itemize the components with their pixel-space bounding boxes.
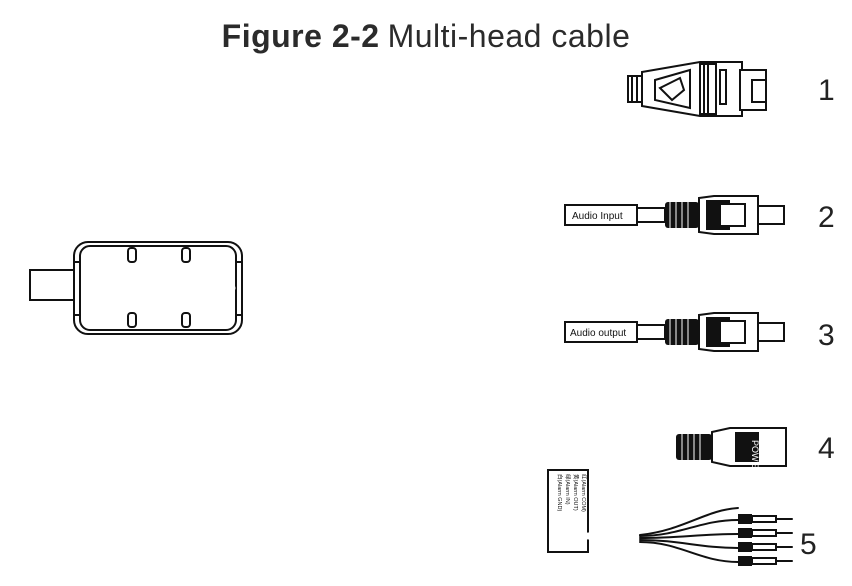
branch-cables [241,81,680,540]
audio-input-connector: Audio Input [564,195,785,235]
alarm-tag-line-4: 红(Alarm COM) [580,474,588,512]
alarm-tag-line-3: 黄(Alarm OUT) [572,474,580,511]
power-label: POWER [750,440,760,475]
connector-number-1: 1 [818,74,835,107]
connector-number-4: 4 [818,432,835,465]
audio-output-connector: Audio output [564,312,785,352]
network-connector [627,61,767,117]
audio-output-label: Audio output [570,328,626,339]
connector-number-3: 3 [818,319,835,352]
power-connector: POWER [676,427,787,475]
junction-box [73,241,243,335]
alarm-connector: 白(Alarm GND) 绿(Alarm IN) 黄(Alarm OUT) 红(… [547,469,793,566]
audio-input-label: Audio Input [572,211,623,222]
alarm-tag-line-1: 白(Alarm GND) [556,474,564,511]
alarm-tag-line-2: 绿(Alarm IN) [564,474,572,505]
figure-caption: Multi-head cable [387,18,631,54]
connector-number-5: 5 [800,528,817,561]
connector-number-2: 2 [818,201,835,234]
figure-number: Figure 2-2 [221,18,380,54]
